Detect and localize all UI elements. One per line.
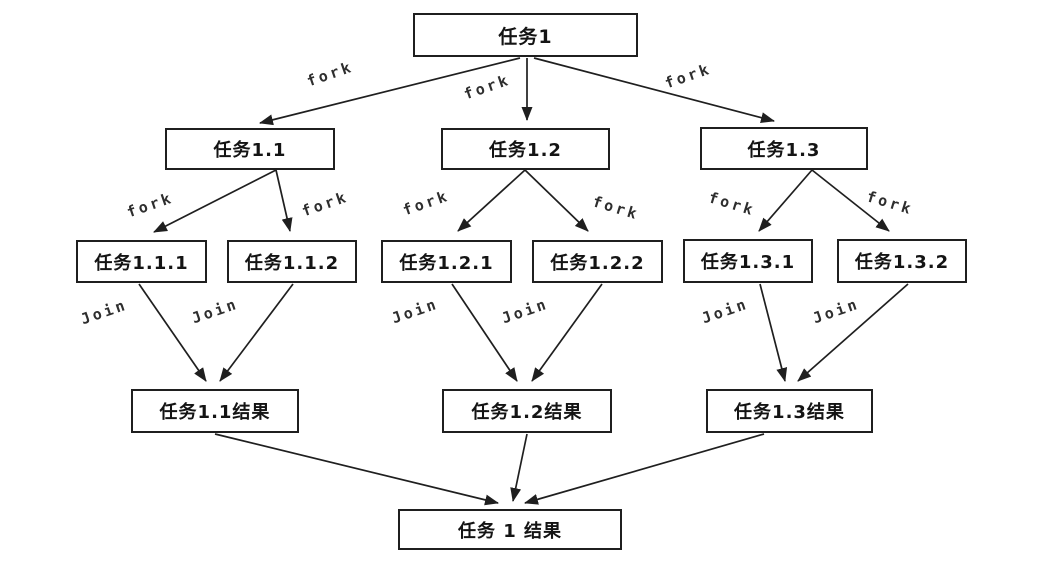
arrow-task1-2-1-to-result1-2 — [451, 283, 518, 382]
arrow-task1-1-to-task1-1-2 — [275, 169, 293, 232]
arrow-task1-3-to-task1-3-1 — [758, 169, 813, 232]
arrow-task1-1-to-task1-1-1 — [153, 169, 277, 233]
arrow-task1-2-2-to-result1-2 — [531, 283, 603, 382]
node-task-1-2: 任务1.2 — [441, 128, 610, 170]
arrow-result1-2-to-final — [510, 433, 528, 502]
arrow-task1-1-1-to-result1-1 — [138, 283, 207, 382]
node-result-1-3: 任务1.3结果 — [706, 389, 873, 433]
node-task-1-2-1: 任务1.2.1 — [381, 240, 512, 283]
node-result-1-2: 任务1.2结果 — [442, 389, 612, 433]
arrow-result1-1-to-final — [214, 433, 499, 506]
node-task-1-3: 任务1.3 — [700, 127, 868, 170]
node-task-1-3-2: 任务1.3.2 — [837, 239, 967, 283]
arrow-result1-3-to-final — [524, 433, 765, 505]
arrow-task1-1-2-to-result1-1 — [219, 283, 294, 382]
arrow-task1-3-1-to-result1-3 — [759, 283, 788, 382]
node-task-1-1: 任务1.1 — [165, 128, 335, 170]
node-task-1-3-1: 任务1.3.1 — [683, 239, 813, 283]
arrow-task1-to-task1-1 — [259, 57, 521, 126]
arrow-task1-3-to-task1-3-2 — [811, 169, 890, 232]
node-final-result: 任务 1 结果 — [398, 509, 622, 550]
arrow-task1-to-task1-3 — [533, 57, 775, 124]
node-task-1-2-2: 任务1.2.2 — [532, 240, 663, 283]
node-task-1-1-2: 任务1.1.2 — [227, 240, 357, 283]
arrow-task1-3-2-to-result1-3 — [797, 283, 909, 382]
arrow-task1-2-to-task1-2-2 — [524, 169, 589, 232]
node-task-1-1-1: 任务1.1.1 — [76, 240, 207, 283]
arrow-task1-2-to-task1-2-1 — [457, 169, 526, 232]
node-task-1: 任务1 — [413, 13, 638, 57]
node-result-1-1: 任务1.1结果 — [131, 389, 299, 433]
